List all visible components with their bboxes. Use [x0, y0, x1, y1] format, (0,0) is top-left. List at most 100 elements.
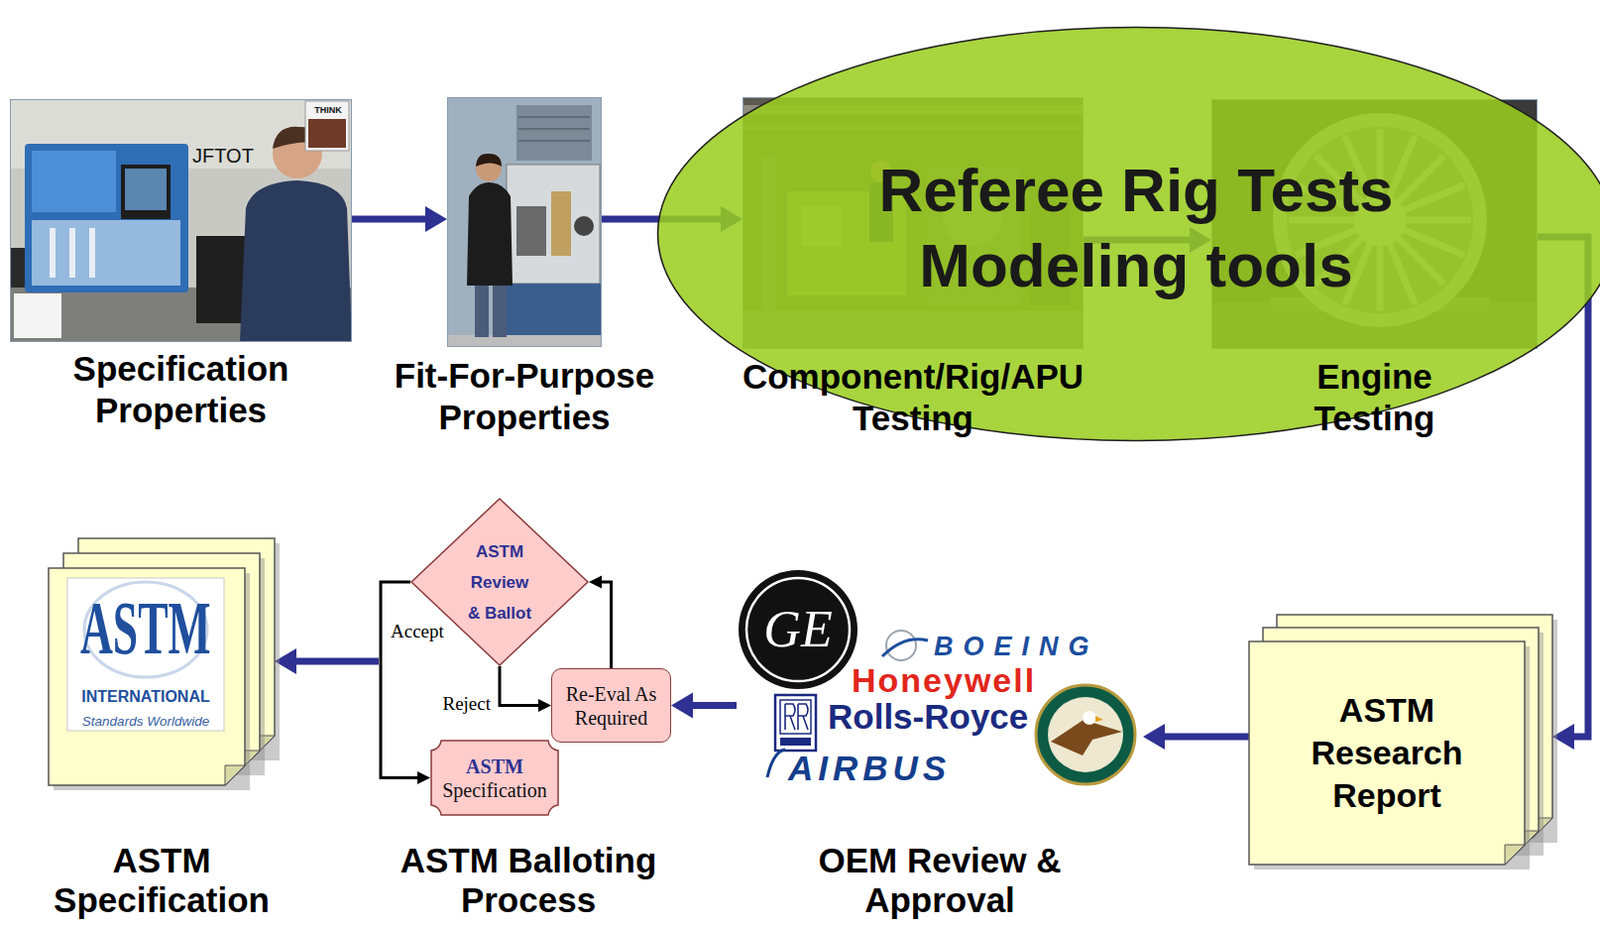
caption-holder: Component/Rig/APU Testing [724, 355, 1102, 440]
jftot-lab-photo [239, 180, 352, 343]
oem-logos [738, 570, 858, 689]
text-holder: BOEING [933, 631, 1100, 662]
fit-for-purpose-photo [501, 283, 602, 340]
connector-arrow [588, 575, 612, 670]
connector-arrow [499, 666, 552, 712]
connector-line [380, 581, 421, 779]
fit-for-purpose-photo [518, 139, 590, 142]
oem-logos [767, 749, 786, 778]
text-holder: ASTM [67, 587, 225, 668]
fit-for-purpose-photo [506, 164, 600, 284]
logo-text: BOEING [933, 631, 1100, 662]
text-holder: INTERNATIONAL [67, 686, 225, 707]
process-box: Re-Eval As Required [551, 668, 672, 743]
ellipse-text: Modeling tools [918, 228, 1353, 304]
caption-holder: ASTM Balloting Process [384, 840, 673, 920]
connector-arrow [274, 648, 379, 675]
fit-for-purpose-photo [518, 115, 590, 118]
ballot-group: ASTM Balloting ProcessASTM Review & Ball… [378, 493, 679, 817]
document-page [48, 568, 245, 786]
text-area: Re-Eval As Required [552, 669, 671, 742]
text-holder: Standards Worldwide [67, 712, 225, 731]
step-caption: Component/Rig/APU Testing [724, 355, 1102, 440]
jftot-lab-photo [124, 168, 167, 211]
connector-line [688, 701, 737, 709]
fit-for-purpose-photo [573, 216, 594, 236]
decision-text: ASTM Review & Ballot [463, 536, 536, 629]
arrow-head [538, 698, 552, 712]
page-fold [1504, 844, 1525, 865]
jftot-lab-photo [120, 164, 171, 220]
logo-text: Standards Worldwide [82, 712, 210, 731]
oem-logos [780, 737, 811, 746]
jftot-lab-photo [49, 228, 56, 278]
photo-step: JFTOTTHINKSpecification Properties [9, 99, 352, 343]
process-text: Re-Eval As Required [564, 682, 660, 730]
photo-step: Fit-For-Purpose Properties [447, 97, 602, 347]
fit-for-purpose-photo [447, 335, 602, 347]
oem-logos [775, 694, 816, 751]
logo-text: ASTM [80, 587, 212, 668]
fit-for-purpose-photo [447, 97, 602, 347]
logo-text: GE [763, 599, 832, 660]
plaque-text: Specification [442, 778, 548, 802]
jftot-lab-photo [31, 150, 116, 213]
oem-logos [1035, 685, 1136, 785]
oem-logos [780, 699, 811, 734]
jftot-lab-photo [24, 143, 189, 293]
connector-line [598, 581, 611, 669]
edge-label-holder: Accept [388, 620, 447, 643]
highlight-ellipse-shape [658, 27, 1600, 442]
oem-logos [882, 639, 928, 657]
connector-arrow [351, 206, 448, 232]
oem-logos [1047, 696, 1124, 773]
arrow-head [425, 206, 448, 232]
document-page [1249, 641, 1525, 865]
text-holder: THINK [308, 105, 348, 116]
arrow-head [1142, 723, 1165, 750]
caption-holder: Fit-For-Purpose Properties [380, 354, 669, 439]
oem-logos [785, 703, 808, 730]
step-caption: ASTM Balloting Process [384, 840, 673, 920]
logo-panel [67, 577, 225, 731]
jftot-lab-photo [31, 220, 181, 286]
caption-holder: OEM Review & Approval [803, 840, 1077, 920]
oem-logos [1082, 710, 1097, 725]
fit-for-purpose-photo [448, 98, 602, 347]
connector-arrow [671, 692, 737, 719]
fit-for-purpose-photo [447, 97, 602, 347]
report-document: ASTM Research Report [1249, 614, 1553, 865]
jftot-lab-photo [305, 101, 349, 151]
connector-arrow [1142, 723, 1250, 750]
ellipse-text: Referee Rig Tests [878, 152, 1393, 229]
text-holder: AIRBUS [788, 748, 951, 789]
text-area: ASTM Research Report [1249, 641, 1525, 865]
fit-for-purpose-photo [516, 206, 547, 256]
caption-holder: Engine Testing [1275, 355, 1475, 440]
plaque-text: ASTM [465, 754, 524, 779]
caption-holder: Specification Properties [57, 347, 306, 432]
fit-for-purpose-photo [518, 127, 590, 130]
text-holder: JFTOT [192, 143, 254, 168]
specification-plaque-outline [430, 739, 560, 816]
plaque-shape [431, 740, 559, 815]
logo-text: INTERNATIONAL [81, 686, 210, 707]
step-caption: Engine Testing [1275, 355, 1475, 440]
caption-holder: ASTM Specification [42, 840, 281, 920]
edge-label-holder: Reject [440, 692, 493, 715]
specification-plaque: ASTMSpecification [430, 739, 560, 816]
jftot-lab-photo [9, 99, 352, 343]
connector-line [1160, 733, 1250, 741]
jftot-lab-photo [308, 118, 346, 148]
text-holder: Honeywell [851, 661, 1036, 699]
logo-text: AIRBUS [788, 748, 951, 789]
document-title: ASTM Research Report [1297, 688, 1477, 817]
step-caption: Fit-For-Purpose Properties [380, 354, 669, 439]
instrument-label: JFTOT [192, 143, 254, 168]
jftot-lab-photo [13, 293, 62, 339]
logo-text: Honeywell [851, 661, 1036, 699]
jftot-lab-photo [89, 228, 96, 278]
fit-for-purpose-photo [475, 153, 502, 167]
connector-line [351, 216, 430, 224]
